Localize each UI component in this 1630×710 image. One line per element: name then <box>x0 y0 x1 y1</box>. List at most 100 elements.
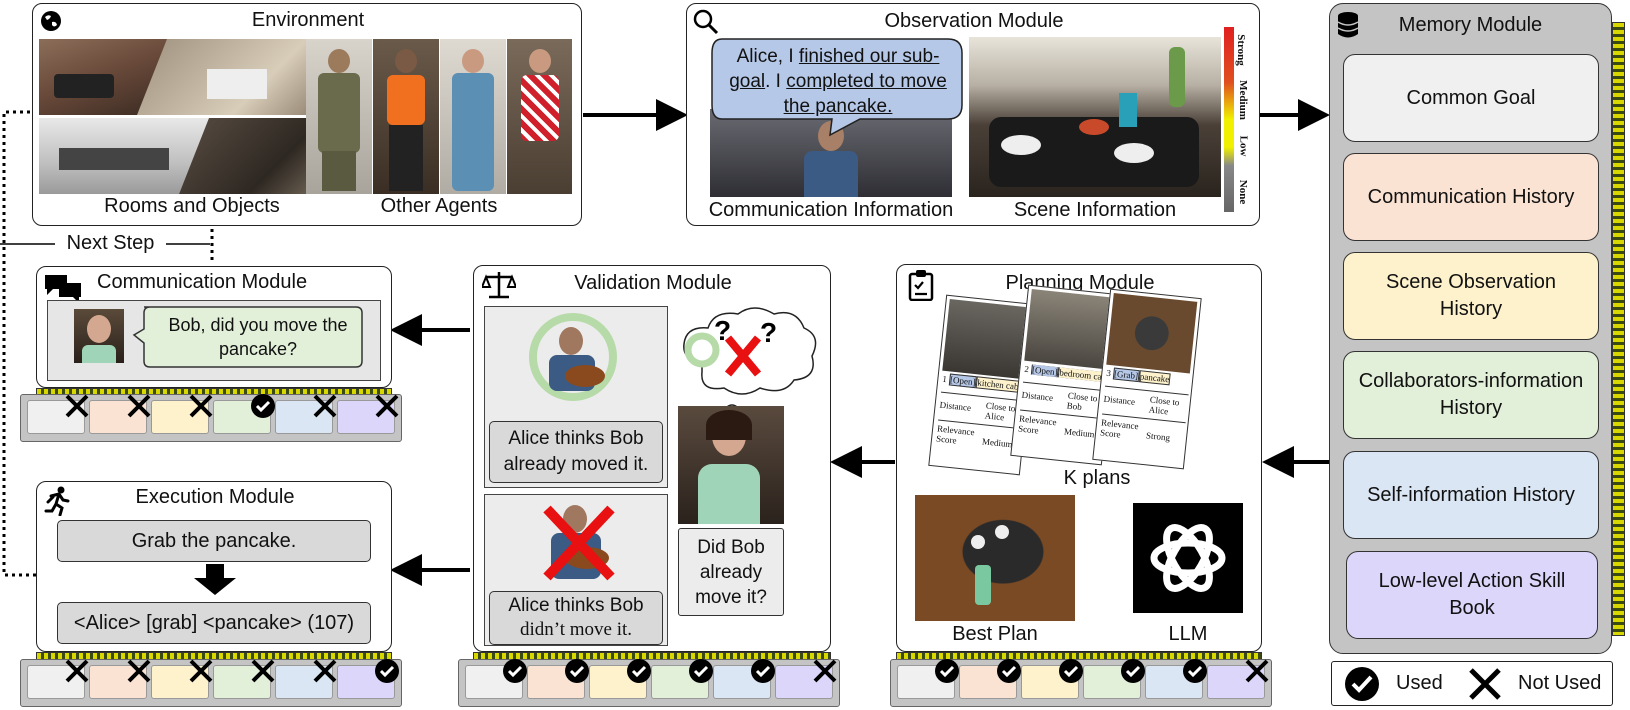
next-step-label: Next Step <box>66 232 155 254</box>
rooms-label: Rooms and Objects <box>104 195 280 217</box>
scale-icon <box>482 272 516 299</box>
usage-slot <box>213 659 275 699</box>
action-box: <Alice> [grab] <pancake> (107) <box>57 602 371 644</box>
chat-icon <box>45 275 81 303</box>
belief-not-moved-box: Alice thinks Bob didn’t move it. <box>484 494 668 646</box>
scale-low-label: Low <box>1237 135 1250 157</box>
usage-slot <box>213 394 275 434</box>
agents-label: Other Agents <box>380 195 498 217</box>
bob-pancake-image <box>529 313 617 401</box>
speech-bubble <box>711 38 963 137</box>
check-icon <box>1345 667 1379 701</box>
validation-panel: Validation Module Alice thinks Bob alrea… <box>473 265 831 652</box>
memory-item-communication-history: Communication History <box>1343 153 1599 241</box>
usage-slot <box>897 659 959 699</box>
memory-stripe <box>1612 22 1625 636</box>
usage-slot <box>27 659 89 699</box>
usage-slot <box>27 394 89 434</box>
usage-legend: Used Not Used <box>1331 661 1613 706</box>
best-plan-image <box>915 495 1075 621</box>
memory-title: Memory Module <box>1398 14 1543 36</box>
planning-memory-usage <box>890 659 1272 707</box>
relevance-scale-bar <box>1224 27 1234 212</box>
speech-text: Alice, I finished our sub-goal. I comple… <box>729 46 947 117</box>
usage-slot <box>1083 659 1145 699</box>
svg-text:?: ? <box>760 317 777 348</box>
usage-slot <box>151 659 213 699</box>
alice-avatar <box>74 309 124 363</box>
instruction-box: Grab the pancake. <box>57 520 371 562</box>
alice-image <box>678 406 784 524</box>
usage-slot <box>1021 659 1083 699</box>
llm-label: LLM <box>1168 623 1208 645</box>
globe-icon <box>41 11 61 31</box>
execution-title: Execution Module <box>135 486 295 508</box>
usage-slot <box>1207 659 1269 699</box>
room-image-kitchen <box>39 118 209 194</box>
database-icon <box>1337 12 1359 38</box>
usage-slot <box>651 659 713 699</box>
belief-not-moved-text: Alice thinks Bob didn’t move it. <box>489 591 663 645</box>
scale-strong-label: Strong <box>1234 34 1247 66</box>
usage-slot <box>527 659 589 699</box>
agent-image-1 <box>306 39 372 194</box>
running-icon <box>44 486 70 516</box>
scene-info-label: Scene Information <box>1013 199 1177 221</box>
usage-slot <box>775 659 837 699</box>
validation-title: Validation Module <box>574 272 732 294</box>
thought-cloud: ? ? <box>683 307 817 420</box>
memory-item-self-information-history: Self-information History <box>1343 451 1599 539</box>
usage-slot <box>465 659 527 699</box>
best-plan-label: Best Plan <box>952 623 1038 645</box>
usage-slot <box>589 659 651 699</box>
search-icon <box>693 9 719 35</box>
communication-info-label: Communication Information <box>708 199 954 221</box>
down-arrow-icon <box>194 564 236 595</box>
agent-image-2 <box>373 39 439 194</box>
observation-panel: Observation Module Alice, I finished our… <box>686 3 1260 226</box>
usage-slot <box>959 659 1021 699</box>
environment-panel: Environment Rooms and Objects Other Agen… <box>32 3 582 226</box>
usage-slot <box>275 659 337 699</box>
llm-logo <box>1133 503 1243 613</box>
scene-image <box>969 37 1221 197</box>
k-plans-label: K plans <box>1063 467 1131 489</box>
memory-item-scene-observation-history: Scene Observation History <box>1343 252 1599 340</box>
cross-icon <box>1469 668 1501 700</box>
bob-crossed-image <box>541 503 617 583</box>
usage-slot <box>275 394 337 434</box>
planning-panel: Planning Module 1 [Open]kitchen cabinet … <box>896 264 1262 652</box>
openai-icon <box>1150 524 1226 592</box>
usage-slot <box>713 659 775 699</box>
communication-memory-usage <box>20 394 402 442</box>
chat-area: Bob, did you move the pancake? <box>47 300 381 381</box>
memory-item-common-goal: Common Goal <box>1343 54 1599 142</box>
legend-used-label: Used <box>1396 672 1443 694</box>
next-step-loop <box>2 110 36 577</box>
question-box: Did Bob already move it? <box>678 528 784 616</box>
svg-text:?: ? <box>714 315 731 346</box>
communication-title: Communication Module <box>97 271 308 293</box>
environment-title: Environment <box>251 9 365 31</box>
usage-slot <box>1145 659 1207 699</box>
usage-slot <box>337 394 399 434</box>
scale-medium-label: Medium <box>1236 80 1249 120</box>
belief-moved-text: Alice thinks Bob already moved it. <box>489 421 663 483</box>
memory-item-collaborators-history: Collaborators-information History <box>1343 351 1599 439</box>
agent-image-3 <box>440 39 506 194</box>
memory-item-skill-book: Low-level Action Skill Book <box>1346 551 1598 639</box>
usage-slot <box>151 394 213 434</box>
validation-memory-usage <box>458 659 840 707</box>
communication-panel: Communication Module Bob, did you move t… <box>36 266 392 388</box>
execution-panel: Execution Module Grab the pancake. <Alic… <box>36 481 392 652</box>
plan-card: 3 [Grab]pancake Distance Close to Alice … <box>1092 288 1202 470</box>
belief-moved-box: Alice thinks Bob already moved it. <box>484 306 668 488</box>
chat-message: Bob, did you move the pancake? <box>168 315 348 359</box>
clipboard-icon <box>908 270 934 301</box>
usage-slot <box>89 659 151 699</box>
observation-title: Observation Module <box>884 10 1064 32</box>
usage-slot <box>89 394 151 434</box>
legend-not-used-label: Not Used <box>1518 672 1602 694</box>
usage-slot <box>337 659 399 699</box>
scale-none-label: None <box>1237 179 1250 205</box>
